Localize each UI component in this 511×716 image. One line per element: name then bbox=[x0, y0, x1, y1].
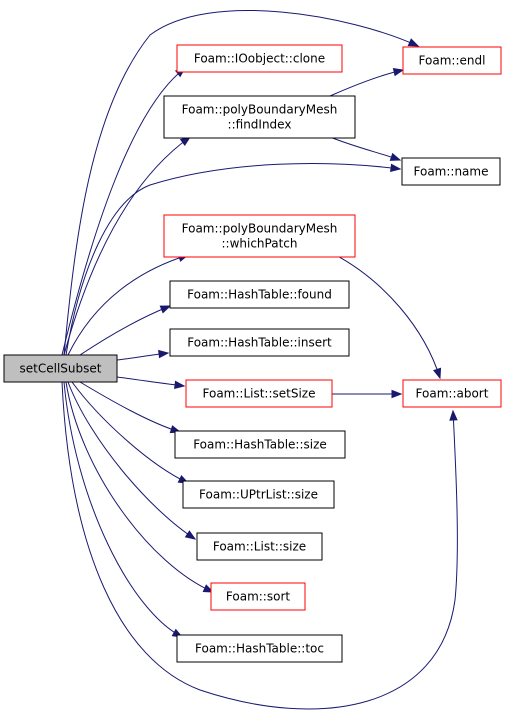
node-label: Foam::name bbox=[414, 165, 489, 179]
edge-arrowhead bbox=[390, 163, 402, 173]
node-box bbox=[401, 157, 501, 186]
edge-line bbox=[71, 381, 189, 484]
edge-line bbox=[79, 305, 171, 356]
node-box bbox=[163, 95, 356, 139]
edge-line bbox=[116, 376, 185, 387]
edge-arrowhead bbox=[391, 389, 403, 399]
edge-root-to-htsize bbox=[79, 381, 182, 434]
node-label: Foam::polyBoundaryMesh bbox=[182, 103, 338, 117]
edge-arrowhead bbox=[407, 38, 420, 47]
edge-arrowhead bbox=[159, 305, 172, 314]
call-edges bbox=[61, 9, 458, 710]
edge-root-to-toc bbox=[63, 381, 184, 638]
node-box bbox=[169, 328, 350, 357]
node-label: Foam::polyBoundaryMesh bbox=[182, 222, 338, 236]
node-label: Foam::HashTable::found bbox=[187, 288, 332, 302]
node-found[interactable]: Foam::HashTable::found bbox=[169, 280, 350, 309]
node-box bbox=[185, 379, 333, 408]
edge-line bbox=[63, 381, 183, 638]
edge-arrowhead bbox=[392, 67, 405, 77]
node-label: Foam::UPtrList::size bbox=[199, 488, 318, 502]
edge-line bbox=[329, 251, 441, 379]
edge-whichPatch-to-abort bbox=[329, 251, 442, 380]
edge-arrowhead bbox=[389, 152, 402, 161]
edge-root-to-name bbox=[65, 163, 402, 356]
edge-arrowhead bbox=[158, 349, 170, 359]
node-findIndex[interactable]: Foam::polyBoundaryMesh::findIndex bbox=[163, 95, 356, 139]
node-label: Foam::HashTable::insert bbox=[187, 336, 332, 350]
node-box bbox=[174, 430, 346, 459]
edge-line bbox=[329, 136, 401, 161]
node-box bbox=[3, 354, 118, 383]
node-label: ::whichPatch bbox=[221, 237, 297, 251]
node-toc[interactable]: Foam::HashTable::toc bbox=[176, 634, 343, 663]
node-label: Foam::IOobject::clone bbox=[194, 52, 325, 66]
node-whichPatch[interactable]: Foam::polyBoundaryMesh::whichPatch bbox=[163, 214, 356, 258]
edge-root-to-endl bbox=[63, 9, 420, 356]
node-label: Foam::sort bbox=[226, 590, 290, 604]
edge-arrowhead bbox=[449, 409, 458, 421]
edge-line bbox=[65, 163, 401, 356]
node-box bbox=[176, 634, 343, 663]
node-box bbox=[169, 280, 350, 309]
node-label: Foam::abort bbox=[416, 387, 489, 401]
node-box bbox=[402, 46, 502, 75]
edge-root-to-found bbox=[79, 305, 172, 356]
edge-arrowhead bbox=[184, 530, 197, 540]
edge-root-to-listsize bbox=[67, 381, 197, 540]
node-name[interactable]: Foam::name bbox=[401, 157, 501, 186]
node-htsize[interactable]: Foam::HashTable::size bbox=[174, 430, 346, 459]
node-box bbox=[163, 214, 356, 258]
edge-line bbox=[67, 381, 196, 540]
node-clone[interactable]: Foam::IOobject::clone bbox=[176, 44, 343, 73]
edge-line bbox=[61, 67, 186, 356]
edge-setSize-to-abort bbox=[332, 389, 403, 399]
node-box bbox=[196, 532, 323, 561]
edge-root-to-insert bbox=[116, 349, 170, 361]
node-label: Foam::endl bbox=[419, 54, 486, 68]
node-root[interactable]: setCellSubset bbox=[3, 354, 118, 383]
edge-line bbox=[65, 381, 214, 593]
call-nodes: setCellSubset Foam::endl Foam::IOobject::c… bbox=[3, 44, 502, 663]
node-label: Foam::List::setSize bbox=[203, 387, 316, 401]
edge-line bbox=[79, 381, 181, 433]
node-endl[interactable]: Foam::endl bbox=[402, 46, 502, 75]
node-label: setCellSubset bbox=[20, 362, 102, 376]
edge-arrowhead bbox=[433, 367, 442, 380]
node-label: Foam::List::size bbox=[213, 540, 306, 554]
edge-line bbox=[329, 69, 404, 97]
edge-root-to-setSize bbox=[116, 376, 186, 390]
node-box bbox=[182, 480, 335, 509]
node-label: Foam::HashTable::size bbox=[193, 438, 327, 452]
node-label: Foam::HashTable::toc bbox=[195, 642, 324, 656]
node-setSize[interactable]: Foam::List::setSize bbox=[185, 379, 333, 408]
edge-root-to-abort bbox=[61, 381, 458, 710]
edge-arrowhead bbox=[174, 380, 186, 390]
node-abort[interactable]: Foam::abort bbox=[402, 379, 502, 408]
edge-findIndex-to-name bbox=[329, 136, 402, 161]
edge-findIndex-to-endl bbox=[329, 67, 405, 97]
node-box bbox=[402, 379, 502, 408]
node-sort[interactable]: Foam::sort bbox=[210, 582, 306, 611]
edge-line bbox=[61, 381, 458, 710]
edge-line bbox=[67, 254, 189, 356]
node-box bbox=[210, 582, 306, 611]
edge-line bbox=[63, 9, 419, 356]
node-insert[interactable]: Foam::HashTable::insert bbox=[169, 328, 350, 357]
node-listsize[interactable]: Foam::List::size bbox=[196, 532, 323, 561]
edge-line bbox=[63, 136, 191, 356]
node-label: ::findIndex bbox=[228, 118, 292, 132]
node-uptrsize[interactable]: Foam::UPtrList::size bbox=[182, 480, 335, 509]
node-box bbox=[176, 44, 343, 73]
